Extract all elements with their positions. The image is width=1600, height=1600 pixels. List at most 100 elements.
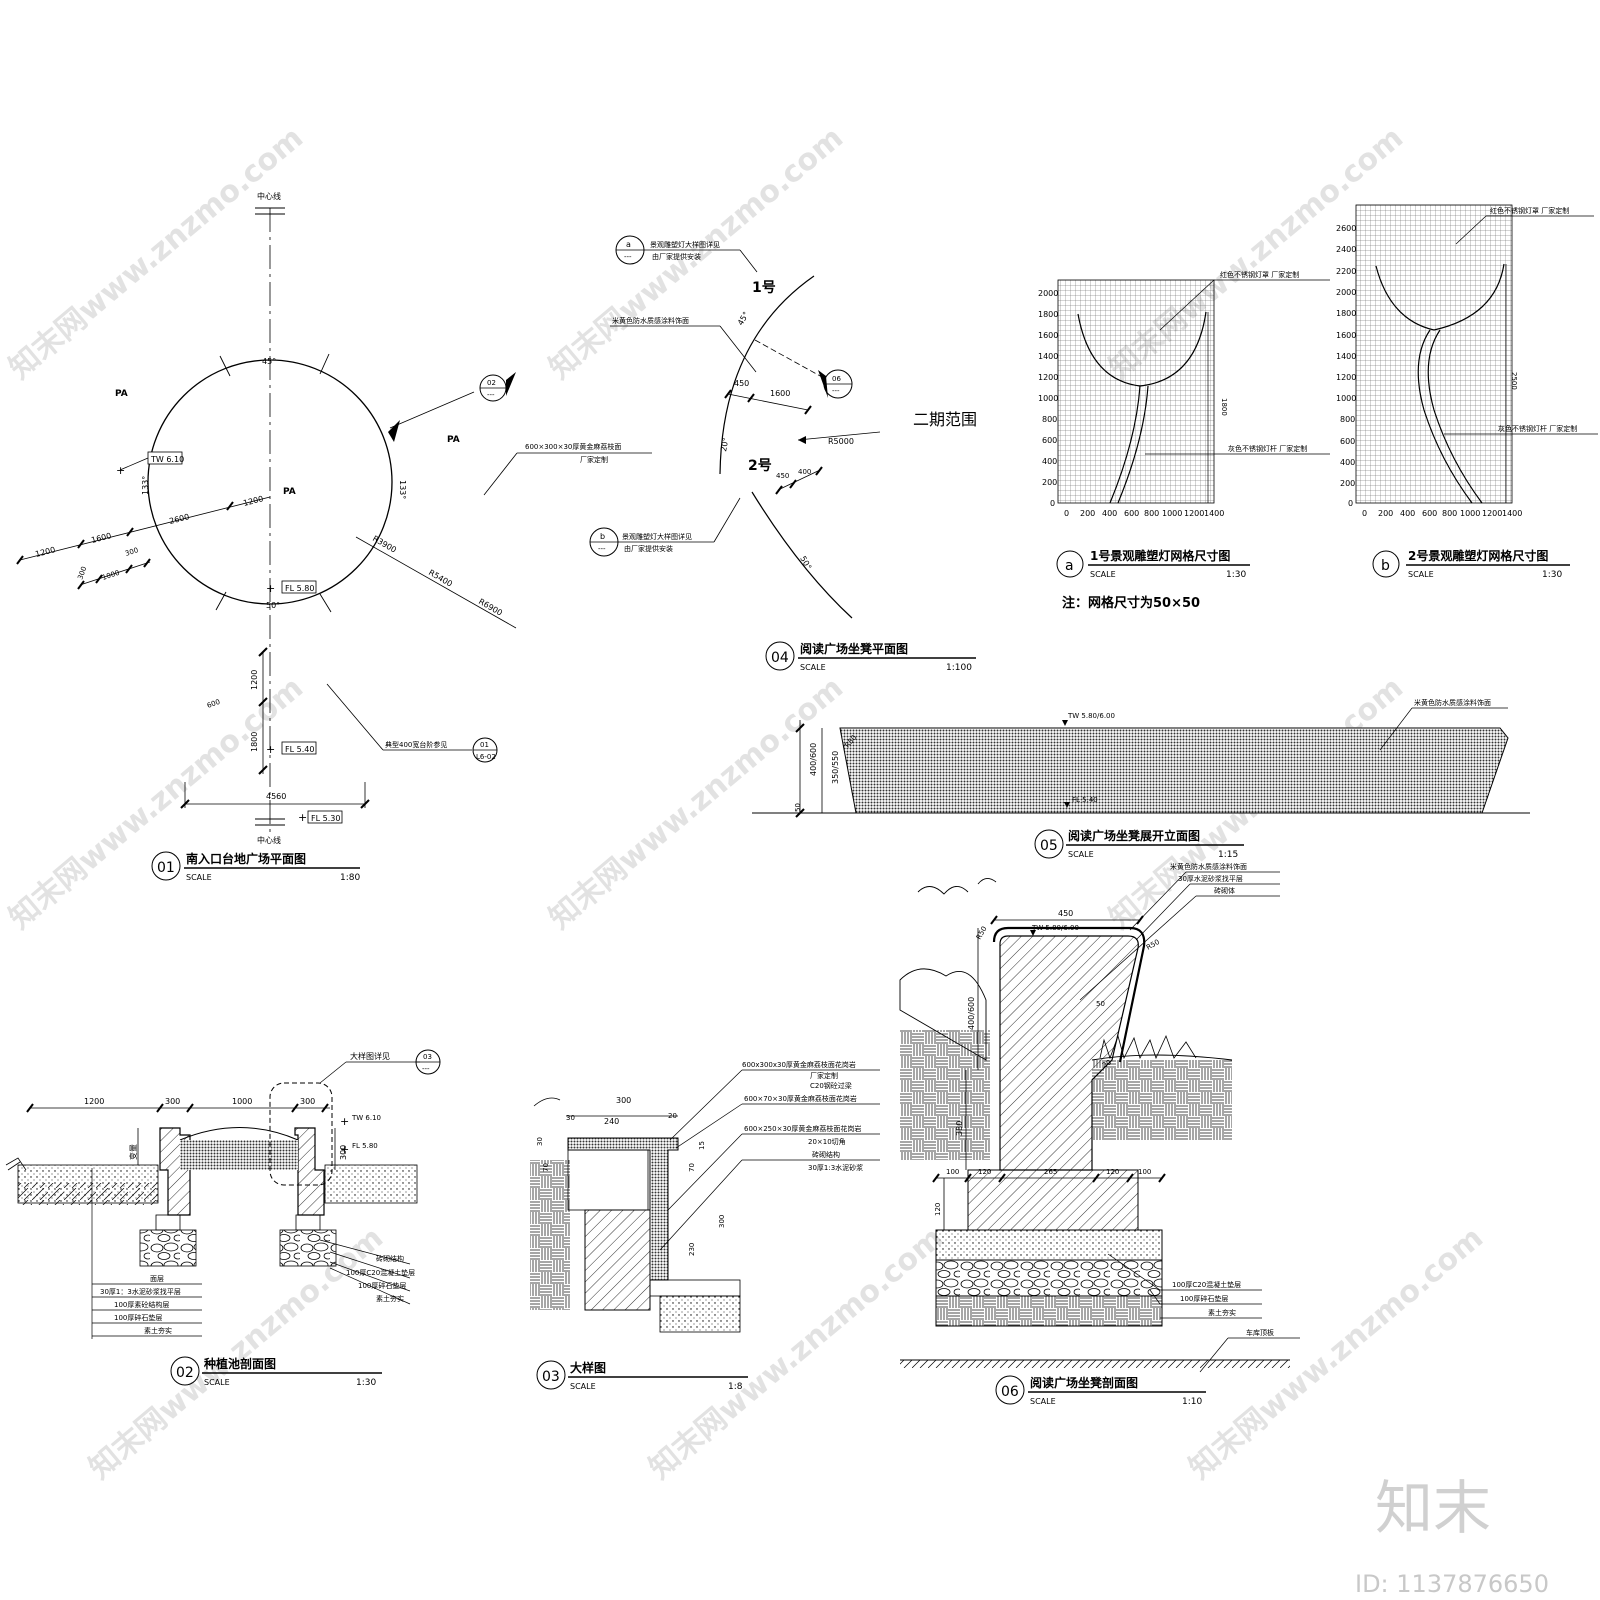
svg-text:1600: 1600 (1336, 331, 1356, 340)
svg-text:400: 400 (1340, 458, 1355, 467)
svg-text:1200: 1200 (250, 670, 259, 690)
svg-text:400: 400 (1400, 509, 1415, 518)
svg-text:1:30: 1:30 (356, 1378, 376, 1388)
svg-text:300: 300 (339, 1145, 348, 1160)
svg-text:SCALE: SCALE (204, 1378, 230, 1387)
detail-callout-frame (269, 1082, 333, 1186)
svg-text:50: 50 (794, 803, 802, 812)
svg-text:米黄色防水质感涂料饰面: 米黄色防水质感涂料饰面 (612, 316, 689, 325)
svg-text:1000: 1000 (1336, 394, 1356, 403)
svg-text:素土夯实: 素土夯实 (144, 1326, 172, 1335)
svg-text:由厂家提供安装: 由厂家提供安装 (652, 252, 701, 261)
svg-text:---: --- (422, 1065, 430, 1073)
svg-text:50°: 50° (266, 601, 280, 610)
svg-text:1400: 1400 (1336, 352, 1356, 361)
svg-text:20°: 20° (719, 437, 730, 453)
svg-text:0: 0 (1348, 499, 1353, 508)
svg-text:100: 100 (1138, 1168, 1151, 1176)
drawing-number-bubble (151, 851, 181, 881)
svg-text:1200: 1200 (1336, 373, 1356, 382)
svg-text:30厚1：3水泥砂浆找平层: 30厚1：3水泥砂浆找平层 (100, 1287, 181, 1296)
svg-text:面层: 面层 (150, 1275, 164, 1283)
svg-text:大样图详见: 大样图详见 (350, 1051, 390, 1061)
drawing-b-grid: 红色不锈钢灯罩 厂家定制 灰色不锈钢灯杆 厂家定制 2500 2600 2400… (1336, 204, 1598, 580)
svg-text:---: --- (487, 391, 495, 399)
svg-text:400: 400 (1102, 509, 1117, 518)
lamp-grid-b (1355, 204, 1513, 504)
svg-text:1000: 1000 (1038, 394, 1058, 403)
svg-text:133°: 133° (398, 480, 407, 499)
svg-text:100厚C20混凝土垫层: 100厚C20混凝土垫层 (1172, 1280, 1241, 1289)
svg-text:素土夯实: 素土夯实 (1208, 1308, 1236, 1317)
svg-text:TW 5.80/6.00: TW 5.80/6.00 (1067, 712, 1115, 720)
svg-text:2号: 2号 (748, 458, 772, 474)
fl-tag: FL 5.40 (285, 745, 314, 754)
svg-text:45°: 45° (736, 310, 751, 327)
drawing-number-bubble (1034, 829, 1064, 859)
svg-text:50°: 50° (798, 555, 813, 572)
svg-text:100厚碎石垫层: 100厚碎石垫层 (358, 1281, 406, 1290)
stone-callout: 600×300×30厚黄金麻荔枝面 (525, 442, 621, 451)
svg-text:1200: 1200 (1482, 509, 1502, 518)
svg-text:230: 230 (688, 1243, 696, 1256)
svg-text:2000: 2000 (1038, 289, 1058, 298)
svg-text:景观雕塑灯大样图详见: 景观雕塑灯大样图详见 (650, 240, 720, 249)
svg-text:600: 600 (1422, 509, 1437, 518)
svg-text:SCALE: SCALE (1068, 850, 1094, 859)
svg-text:1:10: 1:10 (1182, 1397, 1202, 1407)
svg-text:600: 600 (206, 698, 221, 710)
svg-text:b: b (600, 532, 605, 541)
svg-text:L6-02: L6-02 (476, 753, 496, 761)
fl-tag: FL 5.30 (311, 814, 340, 823)
svg-text:600: 600 (1340, 437, 1355, 446)
svg-text:PA: PA (115, 389, 128, 399)
watermark-text: 知末网www.znzmo.com (3, 670, 310, 936)
svg-text:+: + (340, 1115, 349, 1128)
svg-text:350/550: 350/550 (831, 751, 840, 784)
svg-text:600: 600 (1124, 509, 1139, 518)
svg-text:+: + (266, 582, 275, 595)
drawing-letter-bubble (1056, 550, 1084, 578)
bench-arc-1 (719, 275, 815, 475)
svg-text:1400: 1400 (1038, 352, 1058, 361)
drawing-04-plan: 1号 2号 二期范围 R5000 a --- 景观雕塑灯大样图详见 由厂家提供安… (589, 235, 977, 673)
svg-text:1000: 1000 (232, 1097, 252, 1106)
plaza-circle (147, 359, 393, 605)
svg-text:240: 240 (604, 1117, 619, 1126)
drawing-a-grid: 红色不锈钢灯罩 厂家定制 灰色不锈钢灯杆 厂家定制 1800 2000 1800… (1038, 270, 1330, 611)
svg-text:R50: R50 (975, 925, 989, 941)
svg-text:PA: PA (447, 435, 460, 445)
svg-text:450: 450 (734, 379, 749, 388)
svg-text:SCALE: SCALE (186, 873, 212, 882)
svg-text:R5400: R5400 (427, 568, 454, 589)
svg-text:100厚碎石垫层: 100厚碎石垫层 (114, 1313, 162, 1322)
svg-text:米黄色防水质感涂料饰面: 米黄色防水质感涂料饰面 (1414, 698, 1491, 707)
svg-text:20: 20 (1101, 1058, 1113, 1069)
svg-text:450: 450 (1058, 909, 1073, 918)
drawing-03-detail: 300 30 240 20 70 30 70 15 300 230 600x30… (530, 1060, 880, 1392)
svg-text:100: 100 (946, 1168, 959, 1176)
svg-text:600×70×30厚黄金麻荔枝面花岗岩: 600×70×30厚黄金麻荔枝面花岗岩 (744, 1094, 857, 1103)
bench-elevation (839, 727, 1509, 814)
svg-text:30厚1:3水泥砂浆: 30厚1:3水泥砂浆 (808, 1163, 863, 1172)
svg-text:05: 05 (1040, 838, 1058, 854)
svg-text:车库顶板: 车库顶板 (1246, 1328, 1274, 1337)
svg-text:1000: 1000 (1460, 509, 1480, 518)
svg-text:01: 01 (480, 741, 489, 749)
svg-text:30厚水泥砂浆找平层: 30厚水泥砂浆找平层 (1178, 874, 1243, 883)
drawing-title: 阅读广场坐凳剖面图 (1030, 1375, 1138, 1390)
svg-text:300: 300 (124, 546, 139, 558)
watermark-text: 知末网www.znzmo.com (83, 1220, 390, 1486)
drawing-number-bubble (765, 641, 795, 671)
svg-text:砖砌结构: 砖砌结构 (812, 1150, 840, 1159)
svg-text:100厚素砼结构层: 100厚素砼结构层 (114, 1300, 169, 1309)
svg-text:30: 30 (536, 1137, 544, 1146)
svg-text:1:80: 1:80 (340, 873, 360, 883)
svg-text:300: 300 (165, 1097, 180, 1106)
svg-text:+: + (298, 811, 307, 824)
svg-text:SCALE: SCALE (1408, 570, 1434, 579)
svg-text:SCALE: SCALE (1030, 1397, 1056, 1406)
svg-text:+: + (266, 743, 275, 756)
svg-text:1200: 1200 (242, 494, 264, 508)
svg-text:1800: 1800 (1038, 310, 1058, 319)
